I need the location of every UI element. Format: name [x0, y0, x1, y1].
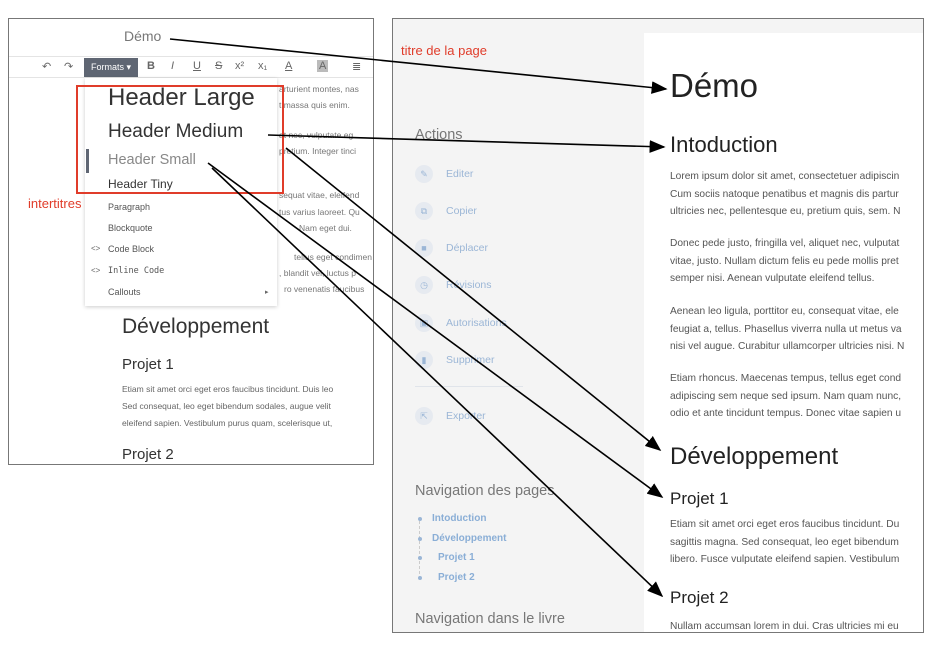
menu-item-header-small[interactable]: Header Small	[108, 152, 196, 168]
menu-item-inline-code[interactable]: Inline Code	[108, 266, 165, 276]
action-revisions[interactable]: ◷Révisions	[415, 275, 492, 295]
code-icon: <>	[91, 266, 101, 275]
history-icon: ◷	[415, 276, 433, 294]
nav-item-intoduction[interactable]: Intoduction	[432, 513, 487, 524]
paragraph: Nullam accumsan lorem in dui. Cras ultri…	[670, 621, 899, 632]
paragraph: Lorem ipsum dolor sit amet, consectetuer…	[670, 171, 901, 217]
bold-button[interactable]: B	[147, 60, 155, 72]
redo-icon[interactable]: ↷	[64, 61, 74, 73]
highlight-button[interactable]: A	[317, 60, 329, 72]
action-export[interactable]: ⇱Exporter	[415, 406, 486, 426]
divider	[415, 386, 523, 387]
paragraph: Etiam rhoncus. Maecenas tempus, tellus e…	[670, 373, 902, 419]
bullet-icon	[418, 556, 422, 560]
underline-button[interactable]: U	[193, 60, 201, 72]
paragraph: Etiam sit amet orci eget eros faucibus t…	[670, 519, 900, 565]
lock-icon: ▣	[415, 314, 433, 332]
strikethrough-button[interactable]: S	[215, 60, 223, 72]
action-permissions[interactable]: ▣Autorisations	[415, 313, 507, 333]
menu-item-callouts[interactable]: Callouts	[108, 287, 141, 297]
menu-item-paragraph[interactable]: Paragraph	[108, 202, 151, 212]
active-indicator	[86, 149, 89, 173]
page-title-annotation-label: titre de la page	[401, 43, 488, 58]
trash-icon: ▮	[415, 351, 433, 369]
action-edit[interactable]: ✎Editer	[415, 164, 473, 184]
paragraph: Donec pede justo, fringilla vel, aliquet…	[670, 238, 900, 284]
actions-title: Actions	[415, 127, 463, 143]
headings-highlight-box	[76, 85, 284, 194]
formats-button[interactable]: Formats ▾	[84, 58, 138, 77]
menu-item-blockquote[interactable]: Blockquote	[108, 223, 153, 233]
superscript-button[interactable]: x²	[235, 60, 245, 72]
nav-item-projet1[interactable]: Projet 1	[438, 552, 475, 563]
page-content: Démo Intoduction Lorem ipsum dolor sit a…	[644, 33, 923, 632]
heading-projet2: Projet 2	[670, 588, 729, 607]
pencil-icon: ✎	[415, 165, 433, 183]
heading-developpement: Développement	[670, 443, 839, 470]
book-nav-title: Navigation dans le livre	[415, 611, 565, 627]
italic-button[interactable]: I	[171, 60, 175, 72]
nav-line	[419, 521, 420, 579]
action-copy[interactable]: ⧉Copier	[415, 201, 477, 221]
nav-item-developpement[interactable]: Développement	[432, 533, 507, 544]
copy-icon: ⧉	[415, 202, 433, 220]
menu-item-code-block[interactable]: Code Block	[108, 244, 155, 254]
chevron-right-icon: ▸	[265, 289, 269, 296]
editor-page-title[interactable]: Démo	[124, 28, 162, 44]
editor-heading-developpement[interactable]: Développement	[122, 315, 270, 338]
subscript-button[interactable]: x₁	[258, 60, 268, 72]
action-delete[interactable]: ▮Supprimer	[415, 350, 494, 370]
heading-projet1: Projet 1	[670, 489, 729, 508]
bullet-icon	[418, 576, 422, 580]
folder-icon: ■	[415, 239, 433, 257]
paragraph: Aenean leo ligula, porttitor eu, consequ…	[670, 306, 905, 352]
editor-paragraph[interactable]: Etiam sit amet orci eget eros faucibus t…	[122, 384, 334, 428]
undo-icon[interactable]: ↶	[42, 61, 52, 73]
nav-item-projet2[interactable]: Projet 2	[438, 572, 475, 583]
menu-item-header-tiny[interactable]: Header Tiny	[108, 177, 173, 191]
bullet-icon	[418, 537, 422, 541]
editor-toolbar: ↶ ↷ Formats ▾ B I U S x² x₁ A A ≣	[9, 56, 373, 78]
text-color-button[interactable]: A	[285, 60, 293, 72]
code-icon: <>	[91, 244, 101, 253]
heading-intoduction: Intoduction	[670, 132, 778, 157]
menu-item-header-medium[interactable]: Header Medium	[108, 121, 244, 142]
editor-heading-projet2[interactable]: Projet 2	[122, 446, 174, 463]
headings-annotation-label: intertitres	[28, 196, 82, 211]
editor-heading-projet1[interactable]: Projet 1	[122, 356, 174, 373]
book-page-screenshot: Actions ✎Editer ⧉Copier ■Déplacer ◷Révis…	[392, 18, 924, 633]
bullet-icon	[418, 517, 422, 521]
page-title: Démo	[670, 67, 759, 104]
page-nav-title: Navigation des pages	[415, 483, 555, 499]
external-link-icon: ⇱	[415, 407, 433, 425]
align-icon[interactable]: ≣	[352, 61, 362, 73]
action-move[interactable]: ■Déplacer	[415, 238, 488, 258]
